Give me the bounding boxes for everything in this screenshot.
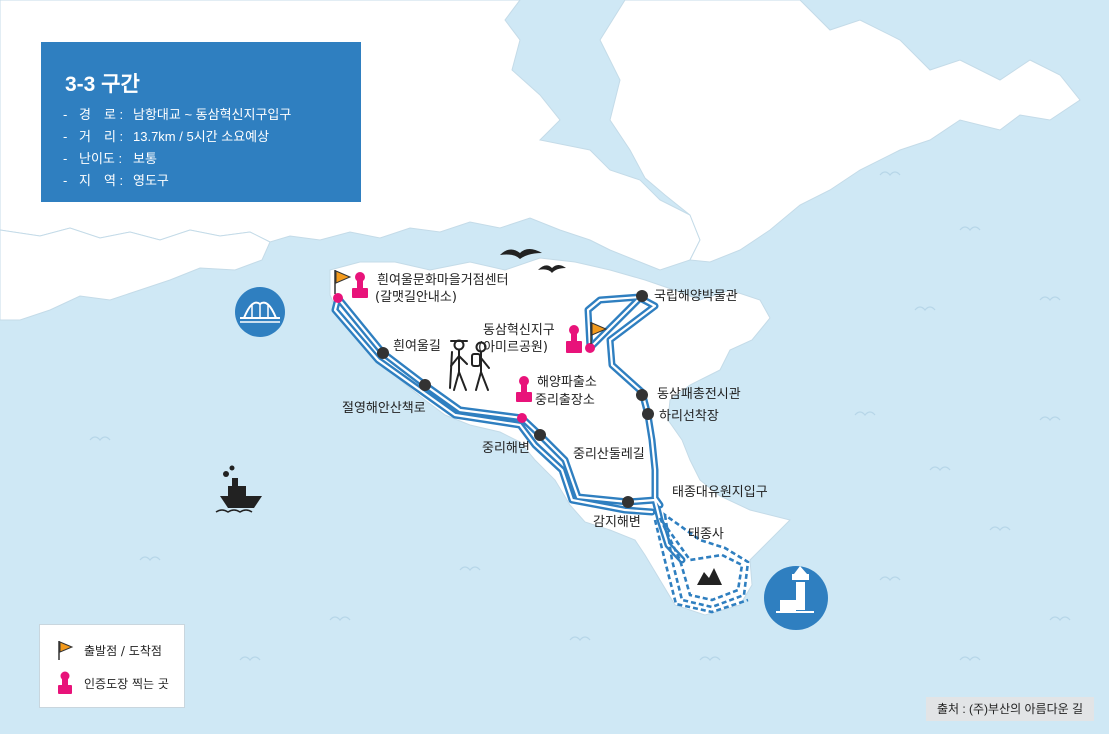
info-row-route: -경 로 :남항대교 ~ 동삼혁신지구입구 (63, 107, 292, 122)
label-shell-mound: 동삼패총전시관 (657, 387, 741, 402)
label-temple: 태종사 (688, 527, 724, 542)
taejongdae-loop (653, 512, 750, 614)
label-taejongdae: 태종대유원지입구 (672, 485, 768, 500)
lighthouse-icon[interactable] (764, 566, 828, 630)
mountain-icon (697, 568, 722, 585)
course-info-box: 3-3 구간 -경 로 :남항대교 ~ 동삼혁신지구입구 -거 리 :13.7k… (41, 42, 361, 202)
mainland-southwest (0, 227, 271, 321)
label-museum: 국립해양박물관 (654, 289, 738, 304)
label-jeolyeong: 절영해안산책로 (342, 401, 426, 416)
yeongdo-island (329, 257, 791, 616)
stamp-icon (566, 325, 582, 353)
info-difficulty-value: 보통 (133, 151, 157, 166)
bridge-icon[interactable] (235, 287, 285, 337)
label-innovation-sub: (아미르공원) (478, 340, 548, 355)
label-innovation: 동삼혁신지구 (483, 323, 555, 338)
map-legend: 출발점 / 도착점 인증도장 찍는 곳 (39, 624, 185, 708)
legend-stamp: 인증도장 찍는 곳 (56, 671, 169, 695)
info-region-value: 영도구 (133, 173, 169, 188)
route-path (331, 293, 686, 564)
label-gamji-beach: 감지해변 (593, 515, 641, 530)
info-row-region: -지 역 :영도구 (63, 173, 169, 188)
stamp-icon (516, 376, 532, 402)
label-jungni-san: 중리산둘레길 (573, 447, 645, 462)
label-start-center-sub: (갈맷길안내소) (375, 290, 457, 305)
info-route-value: 남항대교 ~ 동삼혁신지구입구 (133, 107, 292, 122)
label-police-box-sub: 중리출장소 (535, 393, 595, 408)
stamp-icon (58, 671, 72, 694)
label-police-box: 해양파출소 (537, 375, 597, 390)
info-distance-value: 13.7km / 5시간 소요예상 (133, 129, 270, 144)
legend-start-end-label: 출발점 / 도착점 (84, 643, 162, 658)
stop-jungni-beach[interactable] (534, 429, 546, 441)
legend-start-end: 출발점 / 도착점 (56, 639, 162, 661)
flag-icon (334, 270, 352, 294)
stop-innovation[interactable] (585, 343, 595, 353)
ship-icon (215, 465, 262, 513)
seagull-icon (500, 249, 566, 273)
label-jungni-beach: 중리해변 (482, 441, 530, 456)
mainland-east (599, 0, 1081, 263)
hikers-icon (449, 339, 490, 391)
course-title: 3-3 구간 (65, 73, 140, 96)
stop-shell-mound[interactable] (636, 389, 648, 401)
stop-museum[interactable] (636, 290, 648, 302)
info-row-difficulty: -난이도 :보통 (63, 151, 157, 166)
stop-gamji-beach[interactable] (622, 496, 634, 508)
stamp-icon (352, 272, 368, 298)
flag-icon (58, 641, 74, 660)
source-credit: 출처 : (주)부산의 아름다운 길 (926, 697, 1094, 721)
stop-harbor[interactable] (642, 408, 654, 420)
label-huinyeoul-gil: 흰여울길 (393, 339, 441, 354)
label-start-center: 흰여울문화마을거점센터 (377, 273, 509, 288)
flag-icon (590, 322, 608, 344)
label-harbor: 하리선착장 (659, 409, 719, 424)
place-labels: 흰여울문화마을거점센터 (갈맷길안내소) 흰여울길 절영해안산책로 중리해변 해… (342, 273, 768, 542)
legend-stamp-label: 인증도장 찍는 곳 (84, 676, 169, 691)
info-row-distance: -거 리 :13.7km / 5시간 소요예상 (63, 129, 270, 144)
stop-jeolyeong[interactable] (419, 379, 431, 391)
route-stops (333, 290, 654, 508)
stop-police-box[interactable] (517, 413, 527, 423)
stop-huinyeoul-gil[interactable] (377, 347, 389, 359)
stop-start-center[interactable] (333, 293, 343, 303)
